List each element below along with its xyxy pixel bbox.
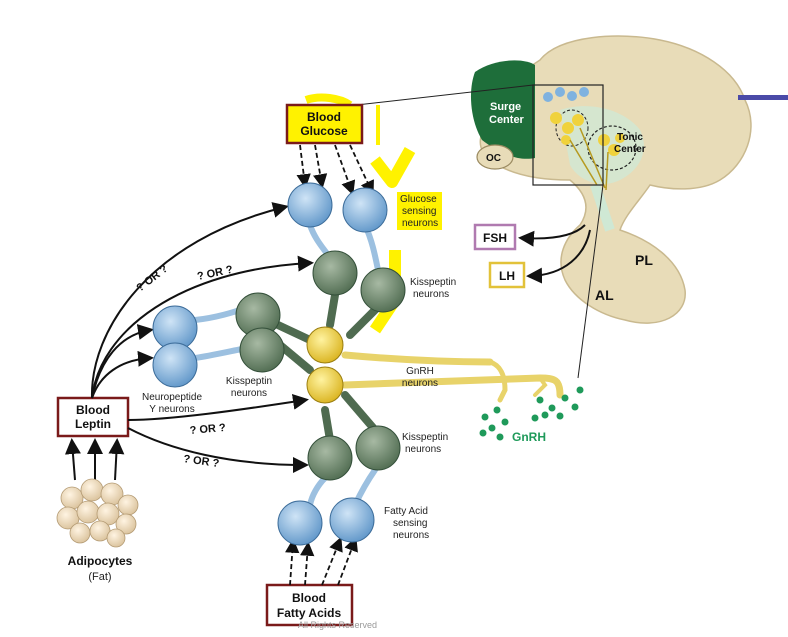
fat-label: (Fat) (88, 571, 111, 583)
fatty-acid-dashed-arrows (285, 536, 358, 586)
surge-cluster-circle (555, 109, 589, 147)
kisspeptin-bottom-neurons (307, 425, 401, 481)
adipocytes-label: Adipocytes (68, 554, 133, 568)
or-label-1: ? OR ? (134, 263, 170, 295)
or-label-4: ? OR ? (183, 453, 221, 470)
pl-label: PL (635, 252, 653, 268)
or-label-3: ? OR ? (189, 422, 226, 437)
svg-text:LH: LH (499, 269, 515, 283)
surge-center-region (470, 60, 535, 159)
kisspeptin-mid-neurons (235, 292, 285, 373)
svg-text:FSH: FSH (483, 231, 507, 245)
gnrh-neuron-bodies (306, 326, 344, 404)
lh-box: LH (488, 261, 526, 289)
al-label: AL (595, 287, 614, 303)
gnrh-dots (479, 386, 584, 441)
glucose-dashed-arrows (296, 144, 374, 196)
neuropeptide-y-neurons (152, 305, 198, 388)
mini-neurons (543, 87, 625, 191)
oc-label: OC (486, 153, 501, 164)
kisspeptin-top-neurons (312, 250, 406, 313)
leptin-arrows (64, 202, 314, 481)
zoom-line-bottom (577, 184, 604, 379)
glucose-sensing-neurons (287, 182, 388, 233)
oc-region (476, 144, 514, 170)
fatty-acid-sensing-neurons (277, 497, 375, 546)
gnrh-label: GnRH (512, 430, 546, 444)
zoom-line-top (329, 84, 534, 109)
adipocytes-cluster (56, 478, 139, 548)
zoom-box (532, 84, 604, 186)
arrow-to-lh (526, 229, 591, 284)
fsh-box: FSH (473, 223, 517, 251)
blue-bar (738, 95, 788, 100)
footer-text: All Rights Reserved (298, 620, 377, 630)
pituitary-stalk (590, 183, 615, 232)
arrow-to-fsh (518, 224, 586, 247)
